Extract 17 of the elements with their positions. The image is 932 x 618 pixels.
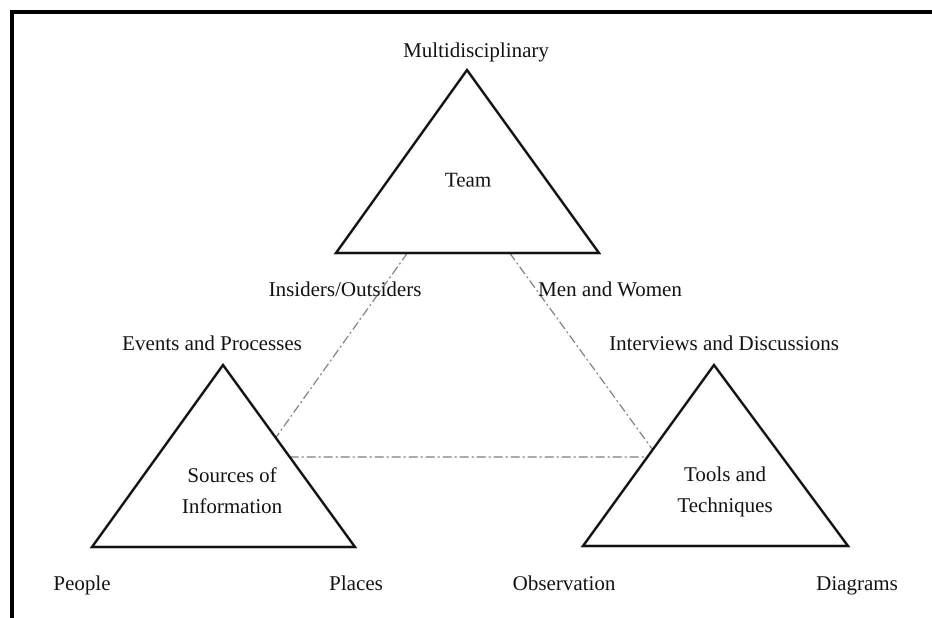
corner-label: Events and Processes [122, 331, 302, 355]
corner-label: Diagrams [816, 571, 898, 595]
corner-label: Interviews and Discussions [609, 331, 839, 355]
connector-line [509, 252, 654, 450]
triangle-label: Sources of Information [180, 462, 284, 520]
triangle-shape [336, 70, 599, 253]
corner-label: Places [329, 571, 383, 595]
triangle-shape [92, 365, 355, 547]
triangle-label: Tools and Techniques [676, 461, 774, 519]
corner-label: Men and Women [538, 277, 682, 301]
corner-label: Multidisciplinary [403, 38, 549, 62]
connector-line [275, 252, 408, 438]
corner-label: Insiders/Outsiders [268, 277, 422, 301]
triangle-shape [583, 365, 848, 546]
triangle-label: Team [444, 166, 492, 194]
corner-label: People [53, 571, 111, 595]
corner-label: Observation [512, 571, 616, 595]
